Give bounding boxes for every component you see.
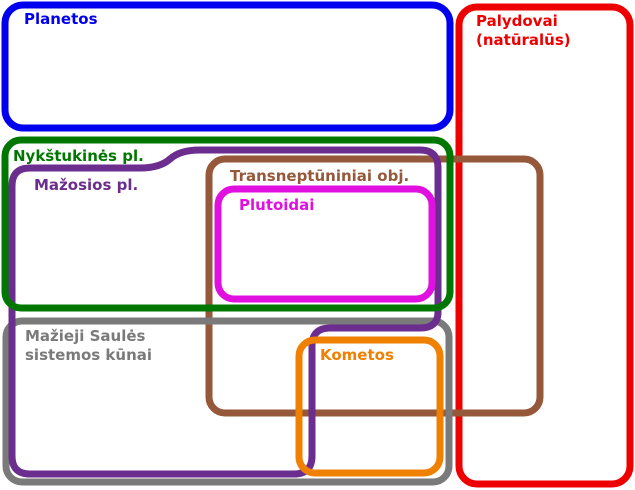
dwarf-planets-region	[1, 136, 454, 312]
satellites-label-line1: Palydovai	[476, 12, 558, 30]
plutoids-label: Plutoidai	[239, 196, 314, 214]
satellites-label-line2: (natūralūs)	[476, 31, 571, 49]
minor-planets-label: Mažosios pl.	[34, 176, 138, 194]
satellites-region	[455, 3, 634, 488]
plutoids-region	[214, 185, 436, 303]
small-bodies-label-line2: sistemos kūnai	[25, 346, 152, 364]
planets-region	[1, 1, 454, 132]
tno-label: Transneptūniniai obj.	[230, 167, 409, 185]
planets-label: Planetos	[24, 10, 98, 28]
small-bodies-label-line1: Mažieji Saulės	[25, 327, 146, 345]
comets-region	[295, 336, 444, 477]
comets-label: Kometos	[320, 346, 394, 364]
tno-region	[205, 155, 544, 417]
small-bodies-region	[2, 317, 453, 486]
dwarf-planets-label: Nykštukinės pl.	[13, 147, 144, 165]
minor-planets-region	[8, 146, 442, 478]
